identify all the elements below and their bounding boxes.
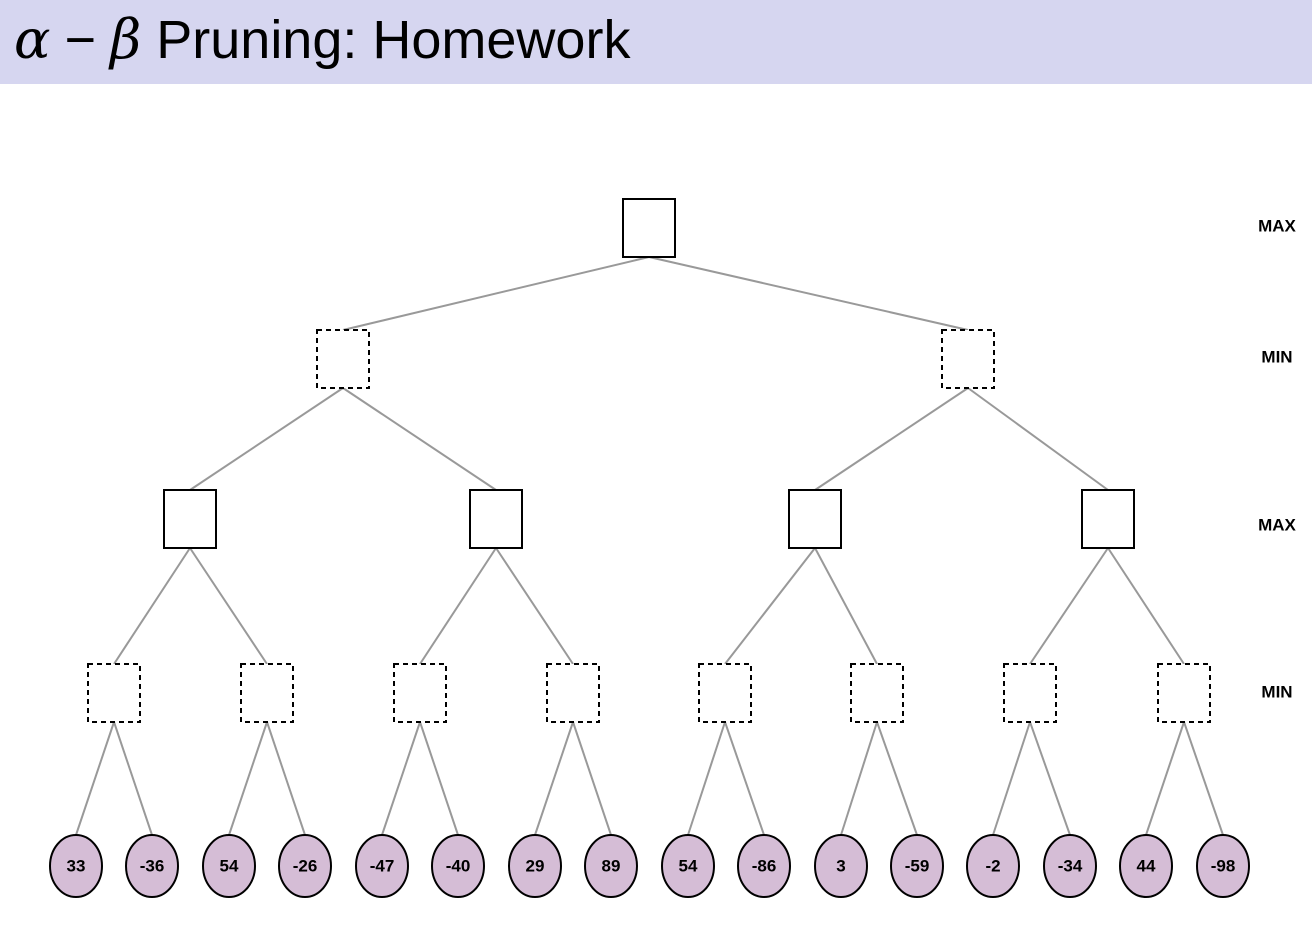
leaf-value: 33 bbox=[67, 857, 86, 876]
tree-edge bbox=[687, 721, 726, 836]
min-node bbox=[316, 329, 370, 389]
leaf-value: -47 bbox=[370, 857, 395, 876]
leaf-value: 89 bbox=[602, 857, 621, 876]
leaf-value: -26 bbox=[293, 857, 318, 876]
tree-edge bbox=[419, 721, 459, 836]
level-label-2: MAX bbox=[1258, 516, 1296, 535]
min-node bbox=[850, 663, 904, 723]
tree-edge bbox=[342, 256, 650, 331]
tree-edge bbox=[967, 387, 1109, 491]
tree-edge bbox=[189, 547, 268, 665]
tree-edge bbox=[381, 721, 421, 836]
min-node bbox=[1157, 663, 1211, 723]
min-node bbox=[240, 663, 294, 723]
leaf-node bbox=[814, 834, 868, 898]
max-node bbox=[788, 489, 842, 549]
leaf-value: -59 bbox=[905, 857, 930, 876]
leaf-node bbox=[966, 834, 1020, 898]
tree-edge bbox=[1107, 547, 1185, 665]
title-bar: α−β Pruning: Homework bbox=[0, 0, 1312, 84]
max-node bbox=[622, 198, 676, 258]
beta-symbol: β bbox=[110, 8, 142, 71]
tree-edge bbox=[814, 387, 969, 491]
tree-edge bbox=[876, 721, 918, 836]
tree-edge bbox=[228, 721, 268, 836]
leaf-node bbox=[49, 834, 103, 898]
minus-symbol: − bbox=[64, 10, 97, 70]
tree-edge bbox=[75, 721, 115, 836]
leaf-node bbox=[661, 834, 715, 898]
min-node bbox=[1003, 663, 1057, 723]
tree-edge bbox=[113, 547, 191, 665]
leaf-node bbox=[1043, 834, 1097, 898]
leaf-value: -34 bbox=[1058, 857, 1083, 876]
tree-edge bbox=[814, 547, 878, 665]
leaf-value: -36 bbox=[140, 857, 165, 876]
max-node bbox=[469, 489, 523, 549]
leaf-value: 3 bbox=[836, 857, 845, 876]
tree-nodes: 33 -36 54 -26 -47 -40 29 89 54 -86 3 -59 -2 -34 44 -98 bbox=[49, 198, 1250, 898]
leaf-value: -98 bbox=[1211, 857, 1236, 876]
max-node bbox=[163, 489, 217, 549]
slide-title: α−β Pruning: Homework bbox=[14, 8, 630, 72]
leaf-value: -2 bbox=[985, 857, 1000, 876]
tree-edge bbox=[572, 721, 612, 836]
leaf-node bbox=[202, 834, 256, 898]
tree-edge bbox=[495, 547, 574, 665]
level-label-0: MAX bbox=[1258, 217, 1296, 236]
leaf-node bbox=[278, 834, 332, 898]
tree-edge bbox=[1029, 721, 1071, 836]
max-node bbox=[1081, 489, 1135, 549]
leaf-value: -86 bbox=[752, 857, 777, 876]
tree-edge bbox=[724, 547, 816, 665]
tree-edge bbox=[266, 721, 306, 836]
min-node bbox=[546, 663, 600, 723]
min-node bbox=[941, 329, 995, 389]
leaf-node bbox=[355, 834, 409, 898]
min-node bbox=[87, 663, 141, 723]
tree-edge bbox=[534, 721, 574, 836]
leaf-node bbox=[1196, 834, 1250, 898]
tree-edge bbox=[1029, 547, 1109, 665]
leaf-node bbox=[431, 834, 485, 898]
tree-edge bbox=[189, 387, 344, 491]
leaf-node bbox=[1119, 834, 1173, 898]
tree-edge bbox=[1183, 721, 1224, 836]
level-label-3: MIN bbox=[1261, 683, 1292, 702]
tree-edge bbox=[113, 721, 153, 836]
tree-edges bbox=[75, 256, 1224, 836]
tree-edge bbox=[1145, 721, 1185, 836]
tree-edge bbox=[840, 721, 878, 836]
leaf-value: 54 bbox=[220, 857, 239, 876]
level-labels: MAX MIN MAX MIN bbox=[1258, 217, 1296, 702]
leaf-node bbox=[584, 834, 638, 898]
leaf-value: 29 bbox=[526, 857, 545, 876]
tree-edge bbox=[342, 387, 497, 491]
leaf-value: -40 bbox=[446, 857, 471, 876]
tree-edge bbox=[648, 256, 969, 331]
min-node bbox=[393, 663, 447, 723]
title-text: Pruning: Homework bbox=[156, 10, 631, 70]
leaf-node bbox=[890, 834, 944, 898]
leaf-node bbox=[737, 834, 791, 898]
level-label-1: MIN bbox=[1261, 348, 1292, 367]
min-node bbox=[698, 663, 752, 723]
tree-edge bbox=[992, 721, 1031, 836]
tree-edge bbox=[419, 547, 497, 665]
alpha-symbol: α bbox=[14, 8, 51, 71]
leaf-node bbox=[125, 834, 179, 898]
leaf-value: 44 bbox=[1137, 857, 1156, 876]
leaf-value: 54 bbox=[679, 857, 698, 876]
tree-edge bbox=[724, 721, 765, 836]
leaf-node bbox=[508, 834, 562, 898]
